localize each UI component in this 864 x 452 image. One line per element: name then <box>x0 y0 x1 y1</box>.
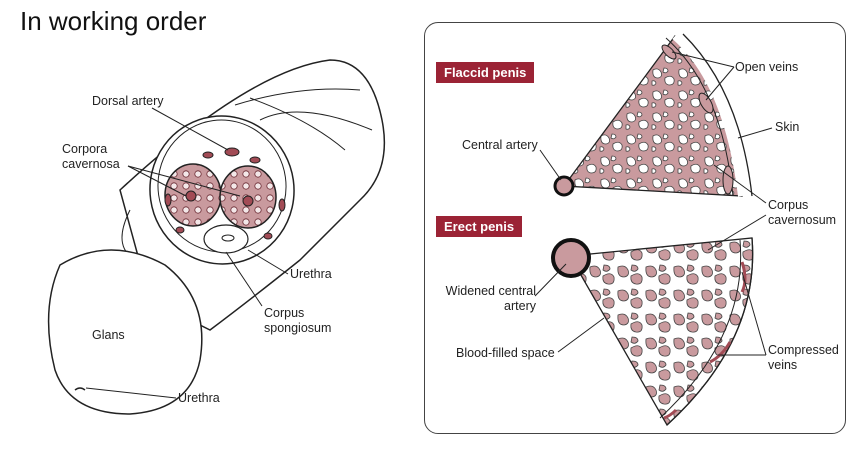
label-glans: Glans <box>92 328 125 342</box>
page-title: In working order <box>20 6 207 36</box>
label-compressed-veins: Compressed veins <box>768 343 839 372</box>
flaccid-cross-section <box>553 32 753 197</box>
label-blood-filled-space: Blood-filled space <box>456 346 555 360</box>
left-leader-lines <box>85 107 289 399</box>
label-open-veins: Open veins <box>735 60 799 74</box>
label-corpus-spongiosum: Corpus spongiosum <box>264 306 332 335</box>
label-dorsal-artery: Dorsal artery <box>92 94 164 108</box>
label-widened-central-artery: Widened central artery <box>445 284 536 313</box>
erect-penis-badge: Erect penis <box>436 216 523 237</box>
label-central-artery: Central artery <box>462 138 538 152</box>
erect-cross-section <box>551 237 754 427</box>
label-corpus-cavernosum: Corpus cavernosum <box>768 198 837 227</box>
label-urethra-lower: Urethra <box>178 391 220 405</box>
label-corpora-cavernosa: Corpora cavernosa <box>62 142 120 171</box>
flaccid-penis-badge: Flaccid penis <box>436 62 535 83</box>
right-leader-lines <box>534 51 773 356</box>
comparison-panel <box>424 22 846 434</box>
label-skin: Skin <box>775 120 800 134</box>
glans <box>47 249 203 415</box>
label-urethra-upper: Urethra <box>290 267 332 281</box>
cross-section <box>149 115 295 265</box>
